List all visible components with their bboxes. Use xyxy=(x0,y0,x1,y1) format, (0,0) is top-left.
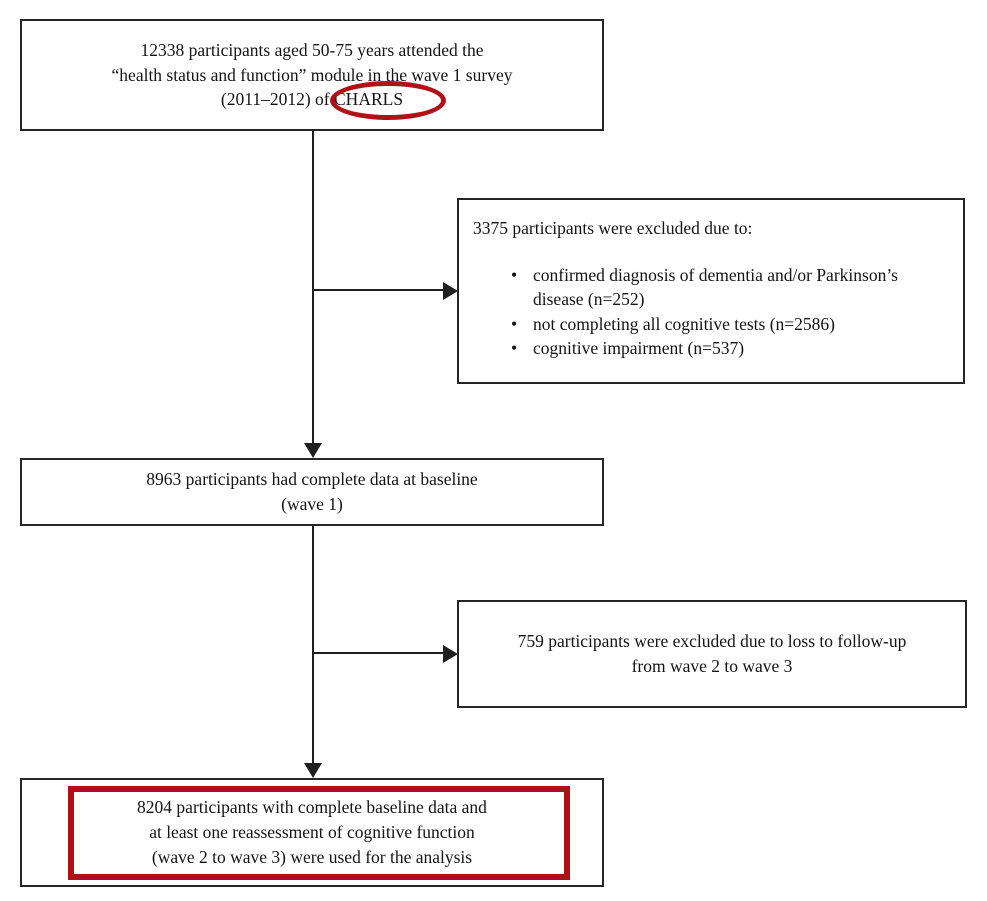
connector-box3-to-box5 xyxy=(312,526,314,763)
connector-box1-to-box3 xyxy=(312,131,314,443)
arrowhead-to-box4-icon xyxy=(443,645,458,663)
bullet-dot-icon: • xyxy=(511,264,518,285)
arrowhead-to-box3-icon xyxy=(304,443,322,458)
analytic-sample-line-1: 8204 participants with complete baseline… xyxy=(137,797,487,818)
exclusion-1-reason-2: cognitive impairment (n=537) xyxy=(533,338,745,359)
exclusion-2-line-2: from wave 2 to wave 3 xyxy=(631,656,793,676)
flow-node-exclusion-1: 3375 participants were excluded due to: … xyxy=(457,198,965,384)
arrowhead-to-box5-icon xyxy=(304,763,322,778)
flow-node-baseline-complete: 8963 participants had complete data at b… xyxy=(20,458,604,526)
exclusion-1-reason-0: confirmed diagnosis of dementia and/or P… xyxy=(533,264,898,310)
list-item: • confirmed diagnosis of dementia and/or… xyxy=(511,263,949,312)
flow-node-initial-cohort: 12338 participants aged 50-75 years atte… xyxy=(20,19,604,131)
flow-node-baseline-complete-text: 8963 participants had complete data at b… xyxy=(22,467,602,517)
analytic-sample-line-2: at least one reassessment of cognitive f… xyxy=(149,822,475,843)
flow-node-analytic-sample-text: 8204 participants with complete baseline… xyxy=(22,795,602,870)
flow-node-analytic-sample: 8204 participants with complete baseline… xyxy=(20,778,604,887)
exclusion-1-heading: 3375 participants were excluded due to: xyxy=(473,218,753,238)
exclusion-1-reason-list: • confirmed diagnosis of dementia and/or… xyxy=(511,263,949,361)
arrowhead-to-box2-icon xyxy=(443,282,458,300)
connector-branch-exclusion-1 xyxy=(312,289,443,291)
flow-node-exclusion-2-text: 759 participants were excluded due to lo… xyxy=(459,629,965,679)
list-item: • cognitive impairment (n=537) xyxy=(511,336,949,361)
flow-node-initial-cohort-text: 12338 participants aged 50-75 years atte… xyxy=(22,38,602,113)
analytic-sample-line-3: (wave 2 to wave 3) were used for the ana… xyxy=(151,846,473,867)
connector-branch-exclusion-2 xyxy=(312,652,443,654)
list-item: • not completing all cognitive tests (n=… xyxy=(511,312,949,337)
flow-node-exclusion-2: 759 participants were excluded due to lo… xyxy=(457,600,967,708)
baseline-complete-line-1: 8963 participants had complete data at b… xyxy=(146,469,478,490)
initial-cohort-line-1: 12338 participants aged 50-75 years atte… xyxy=(140,39,484,60)
exclusion-1-reason-1: not completing all cognitive tests (n=25… xyxy=(533,313,835,334)
exclusion-2-line-1: 759 participants were excluded due to lo… xyxy=(517,631,907,652)
bullet-dot-icon: • xyxy=(511,313,518,334)
baseline-complete-line-2: (wave 1) xyxy=(281,494,343,514)
bullet-dot-icon: • xyxy=(511,338,518,359)
initial-cohort-line-3: (2011–2012) of CHARLS xyxy=(220,89,404,110)
initial-cohort-line-2: “health status and function” module in t… xyxy=(111,64,513,85)
